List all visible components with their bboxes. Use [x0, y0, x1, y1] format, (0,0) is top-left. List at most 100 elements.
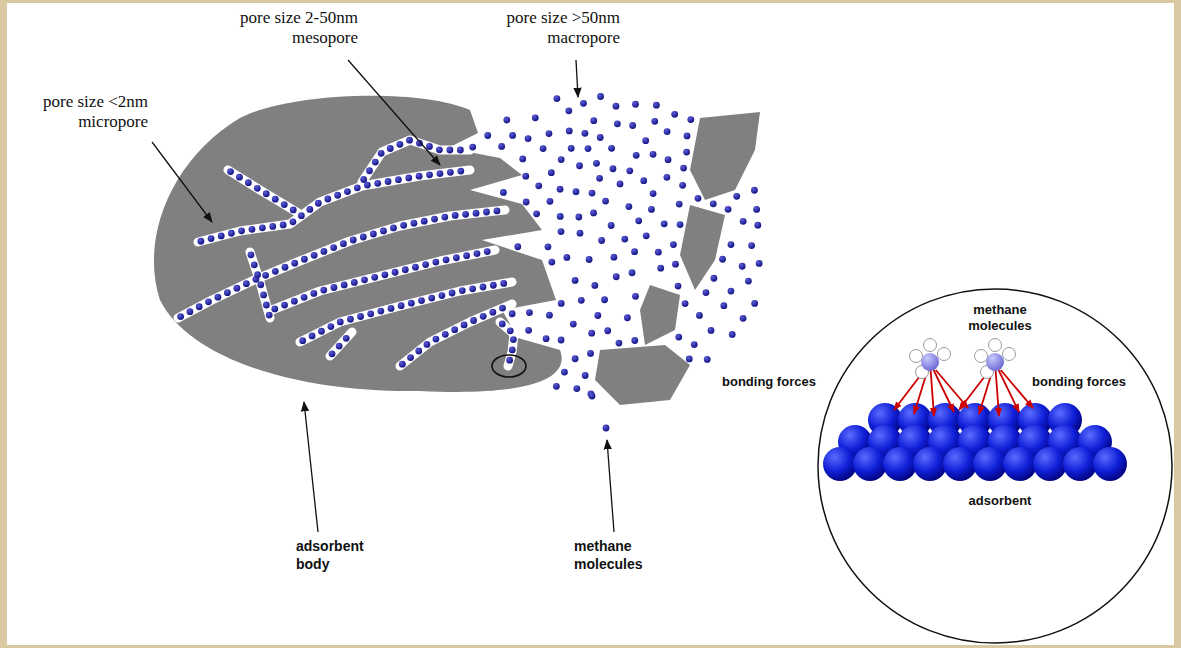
methane-dot: [198, 238, 205, 245]
methane-dot: [613, 103, 620, 110]
adsorbent-body: [154, 96, 562, 392]
methane-dot: [503, 117, 510, 124]
part-label: adsorbent body: [296, 538, 380, 573]
bonding-force-arrow: [931, 370, 934, 416]
methane-dot: [177, 313, 184, 320]
methane-dot: [575, 214, 582, 221]
methane-dot: [751, 187, 758, 194]
methane-dot: [543, 335, 550, 342]
methane-dot: [263, 302, 270, 309]
methane-dot: [311, 252, 318, 259]
methane-dot: [558, 228, 565, 235]
micropore-channel: [178, 210, 505, 318]
methane-dot: [370, 231, 377, 238]
methane-dot: [590, 117, 597, 124]
methane-dot: [354, 184, 361, 191]
methane-dot: [533, 210, 540, 217]
leader-arrow: [607, 440, 614, 532]
adsorbent-sphere: [1063, 447, 1097, 481]
methane-dot: [432, 336, 439, 343]
methane-dot: [596, 175, 603, 182]
pore-label: pore size >50nm macropore: [478, 8, 620, 49]
micropore-channel: [250, 252, 270, 318]
methane-dot: [525, 135, 532, 142]
methane-dot: [546, 312, 553, 319]
methane-dot: [462, 211, 469, 218]
micropore-channel: [300, 282, 512, 342]
methane-dot: [388, 305, 395, 312]
methane-dot: [446, 147, 453, 154]
methane-dot: [324, 196, 331, 203]
methane-dot: [557, 213, 564, 220]
methane-dot: [653, 102, 660, 109]
methane-dot: [281, 201, 288, 208]
micropore-channel: [272, 250, 495, 310]
methane-dot: [756, 260, 763, 267]
methane-dot: [396, 141, 403, 148]
methane-dot: [733, 193, 740, 200]
methane-dot: [441, 214, 448, 221]
methane-dot: [631, 337, 638, 344]
methane-dot: [664, 128, 671, 135]
methane-dot: [395, 176, 402, 183]
methane-dot: [691, 341, 698, 348]
hydrogen-atom: [924, 339, 937, 352]
methane-dot: [461, 322, 468, 329]
methane-dot: [573, 188, 580, 195]
methane-dot: [588, 330, 595, 337]
methane-dot: [710, 200, 717, 207]
methane-dot: [665, 156, 672, 163]
micropore-channel: [228, 170, 300, 214]
methane-dot: [494, 207, 501, 214]
methane-dot: [593, 160, 600, 167]
leader-arrow: [348, 60, 440, 165]
methane-dot: [572, 355, 579, 362]
methane-dot: [351, 279, 358, 286]
methane-dot: [306, 206, 313, 213]
methane-dot: [249, 226, 256, 233]
methane-dot: [663, 174, 670, 181]
methane-dot: [632, 293, 639, 300]
methane-dot: [245, 179, 252, 186]
methane-dot: [344, 188, 351, 195]
methane-dot: [196, 303, 203, 310]
methane-dot: [416, 173, 423, 180]
hydrogen-atom: [910, 350, 923, 363]
methane-dot: [719, 256, 726, 263]
methane-dot: [336, 343, 343, 350]
methane-dot: [269, 223, 276, 230]
methane-dot: [540, 145, 547, 152]
methane-dot: [589, 190, 596, 197]
methane-dot: [677, 221, 684, 228]
methane-dot: [526, 309, 533, 316]
methane-dot: [725, 206, 732, 213]
inset-outline: [817, 288, 1173, 644]
hydrogen-atom: [938, 348, 951, 361]
methane-dot: [498, 143, 505, 150]
methane-dot: [635, 217, 642, 224]
methane-dot: [254, 271, 261, 278]
methane-dot: [374, 180, 381, 187]
methane-dot: [357, 313, 364, 320]
methane-dot: [380, 228, 387, 235]
methane-dot: [570, 321, 577, 328]
methane-dot: [576, 162, 583, 169]
methane-dot: [608, 222, 615, 229]
methane-dot: [290, 207, 297, 214]
methane-dot: [703, 289, 710, 296]
methane-dot: [457, 147, 464, 154]
methane-dot: [643, 232, 650, 239]
methane-dot: [566, 128, 573, 135]
methane-dot: [629, 269, 636, 276]
methane-dot: [563, 254, 570, 261]
methane-dot: [442, 331, 449, 338]
adsorbent-sphere: [1033, 447, 1067, 481]
methane-dot: [608, 145, 615, 152]
methane-dot: [474, 250, 481, 257]
methane-dot: [602, 198, 609, 205]
methane-dot: [272, 196, 279, 203]
methane-dot: [236, 174, 243, 181]
hydrogen-atom: [989, 339, 1002, 352]
methane-dot: [580, 100, 587, 107]
